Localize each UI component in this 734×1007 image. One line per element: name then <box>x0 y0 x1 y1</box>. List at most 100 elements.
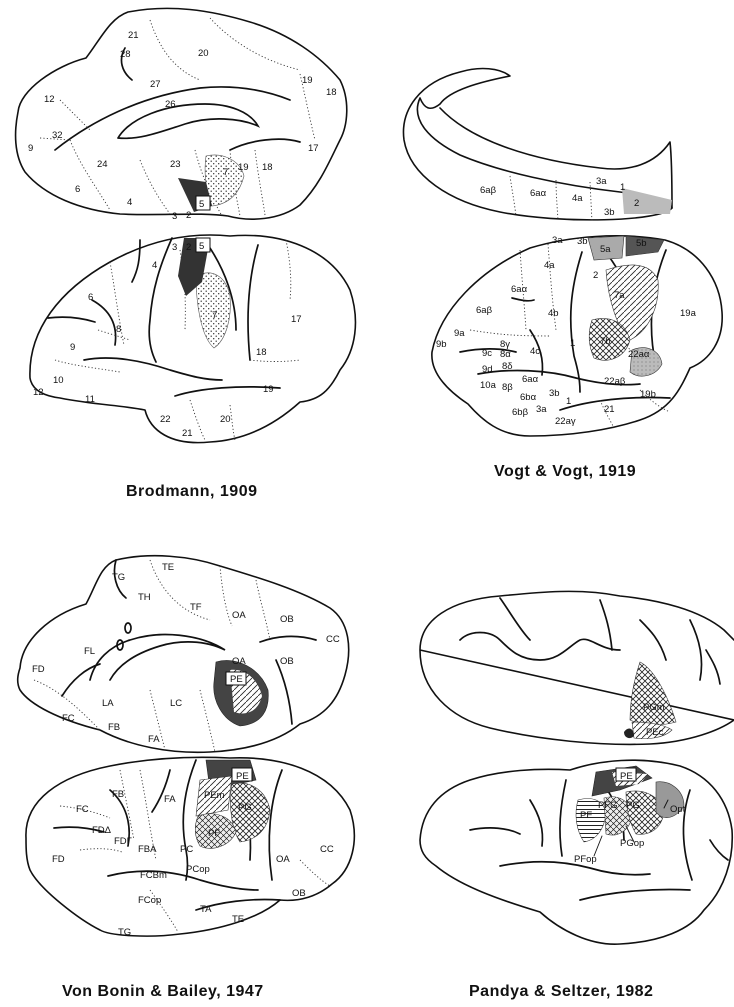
vonbonin-lateral-label: FB <box>112 789 124 800</box>
brodmann-central-sulcus <box>149 238 172 362</box>
vogt-lateral-label: 6bβ <box>512 407 529 418</box>
brodmann-lateral-label: 12 <box>33 387 44 398</box>
vonbonin-corpus-callosum <box>90 635 225 680</box>
brodmann-medial-label: 2 <box>186 210 191 221</box>
vogt-lateral-label: 6bα <box>520 392 537 403</box>
pandya-lateral-label: PE <box>620 771 633 782</box>
vonbonin-medial-label: PE <box>230 674 243 685</box>
vonbonin-lateral-label: FA <box>164 794 176 805</box>
pandya-lateral-label: PF <box>580 810 592 821</box>
pandya-lateral-label: PGop <box>620 838 644 849</box>
pandya-lateral-label: Opt <box>670 804 686 815</box>
vonbonin-lateral-label: TA <box>200 904 212 915</box>
brodmann-panel: 21 20 28 27 19 18 12 26 32 9 17 24 23 7 … <box>16 8 356 500</box>
brodmann-medial-label: 19 <box>238 162 249 173</box>
brodmann-lateral-label: 4 <box>152 260 157 271</box>
vogt-lateral-label: 10a <box>480 380 497 391</box>
vonbonin-lateral-label: TG <box>118 927 131 938</box>
brodmann-lateral-label: 3 <box>172 242 177 253</box>
vogt-panel: 6aβ 6aα 4a 3a 1 2 3b 3a 3b 5a 5b 4a 2 6a… <box>403 69 722 480</box>
vogt-lateral-label: 6aα <box>522 374 539 385</box>
brodmann-medial-outline <box>16 8 347 219</box>
pandya-sts <box>580 889 690 900</box>
vonbonin-lateral-label: FD <box>52 854 65 865</box>
vogt-lateral-label: 8β <box>502 382 513 393</box>
vonbonin-medial-label: FL <box>84 646 95 657</box>
brodmann-medial-label: 20 <box>198 48 209 59</box>
vonbonin-medial-label: TF <box>190 602 202 613</box>
brodmann-medial-label: 21 <box>128 30 139 41</box>
brodmann-lateral-label: 2 <box>186 242 191 253</box>
vogt-lateral-label: 2 <box>593 270 598 281</box>
vonbonin-medial-label: OB <box>280 614 294 625</box>
brodmann-lateral-label: 19 <box>263 384 274 395</box>
vogt-caption: Vogt & Vogt, 1919 <box>494 463 636 480</box>
brodmann-medial-label: 17 <box>308 143 319 154</box>
brodmann-calcarine <box>230 139 300 150</box>
pandya-lateral-label: PG <box>626 800 640 811</box>
vonbonin-lateral-label: PG <box>238 802 252 813</box>
vogt-lateral-label: 3a <box>536 404 547 415</box>
vogt-medial-label: 6aβ <box>480 185 497 196</box>
brodmann-medial-label: 18 <box>326 87 337 98</box>
vogt-lateral-label: 5b <box>636 238 647 249</box>
brodmann-cingulate <box>55 87 290 150</box>
brodmann-corpus-callosum <box>118 104 258 138</box>
pandya-medial-label: PGm <box>643 702 665 713</box>
vogt-lateral-label: 8δ <box>502 361 513 372</box>
vonbonin-medial-label: LA <box>102 698 114 709</box>
brodmann-medial-label: 18 <box>262 162 273 173</box>
vogt-lateral-label: 1 <box>566 396 571 407</box>
brodmann-medial-label: 26 <box>165 99 176 110</box>
vonbonin-medial-label: TE <box>162 562 174 573</box>
brodmann-medial-label: 6 <box>75 184 80 195</box>
vogt-lateral-label: 19a <box>680 308 697 319</box>
pandya-lateral-label: PFop <box>574 854 597 865</box>
vonbonin-central-sulcus <box>183 760 196 880</box>
vonbonin-medial-label: FD <box>32 664 45 675</box>
brodmann-medial-label: 24 <box>97 159 108 170</box>
pandya-medial-outline <box>420 591 734 744</box>
vonbonin-lateral-label: PE <box>236 771 249 782</box>
vonbonin-medial-label: TH <box>138 592 151 603</box>
vonbonin-lateral-label: FCBm <box>140 870 167 881</box>
vogt-medial-label: 6aα <box>530 188 547 199</box>
vonbonin-medial-label: CC <box>326 634 340 645</box>
vogt-lateral-label: 9a <box>454 328 465 339</box>
vogt-medial-area2 <box>622 188 672 214</box>
brodmann-lunate <box>248 245 258 360</box>
vogt-medial-label: 3b <box>604 207 615 218</box>
vogt-lateral-label: 4b <box>548 308 559 319</box>
vogt-medial-label: 2 <box>634 198 639 209</box>
vonbonin-caption: Von Bonin & Bailey, 1947 <box>62 983 264 1000</box>
vonbonin-medial-label: FA <box>148 734 160 745</box>
vogt-lateral-label: 3b <box>549 388 560 399</box>
vonbonin-lateral-label: FDΔ <box>92 825 112 836</box>
brodmann-medial-label: 19 <box>302 75 313 86</box>
vogt-lateral-label: 22aγ <box>555 416 576 427</box>
brodmann-lateral-label: 20 <box>220 414 231 425</box>
vogt-lateral-label: 4a <box>544 260 555 271</box>
vonbonin-lateral-label: PC <box>180 844 193 855</box>
vogt-lateral-label: 6aα <box>511 284 528 295</box>
vogt-lateral-label: 19b <box>640 389 656 400</box>
vonbonin-lateral-label: OA <box>276 854 290 865</box>
vogt-lateral-label: 7b <box>600 336 611 347</box>
brodmann-medial-label: 3 <box>172 211 177 222</box>
brodmann-medial-label: 28 <box>120 49 131 60</box>
vonbonin-medial-label: OA <box>232 656 246 667</box>
vonbonin-medial-label: LC <box>170 698 182 709</box>
pandya-panel: PGm PEc PE PF PFG PG Opt PGop PFop Pandy… <box>420 591 734 1000</box>
vogt-lateral-label: 9c <box>482 348 492 359</box>
vonbonin-sylvian <box>108 871 258 890</box>
pandya-central-sulcus <box>560 780 566 856</box>
vogt-lateral-label: 22aβ <box>604 376 626 387</box>
brodmann-lateral-label: 5 <box>199 241 204 252</box>
vonbonin-lateral-label: FC <box>76 804 89 815</box>
vogt-lateral-label: 9b <box>436 339 447 350</box>
vonbonin-lateral-label: OB <box>292 888 306 899</box>
vonbonin-medial-label: TG <box>112 572 125 583</box>
brodmann-lateral-label: 11 <box>85 394 95 405</box>
vonbonin-lateral-label: TE <box>232 914 244 925</box>
vogt-medial-label: 1 <box>620 182 625 193</box>
